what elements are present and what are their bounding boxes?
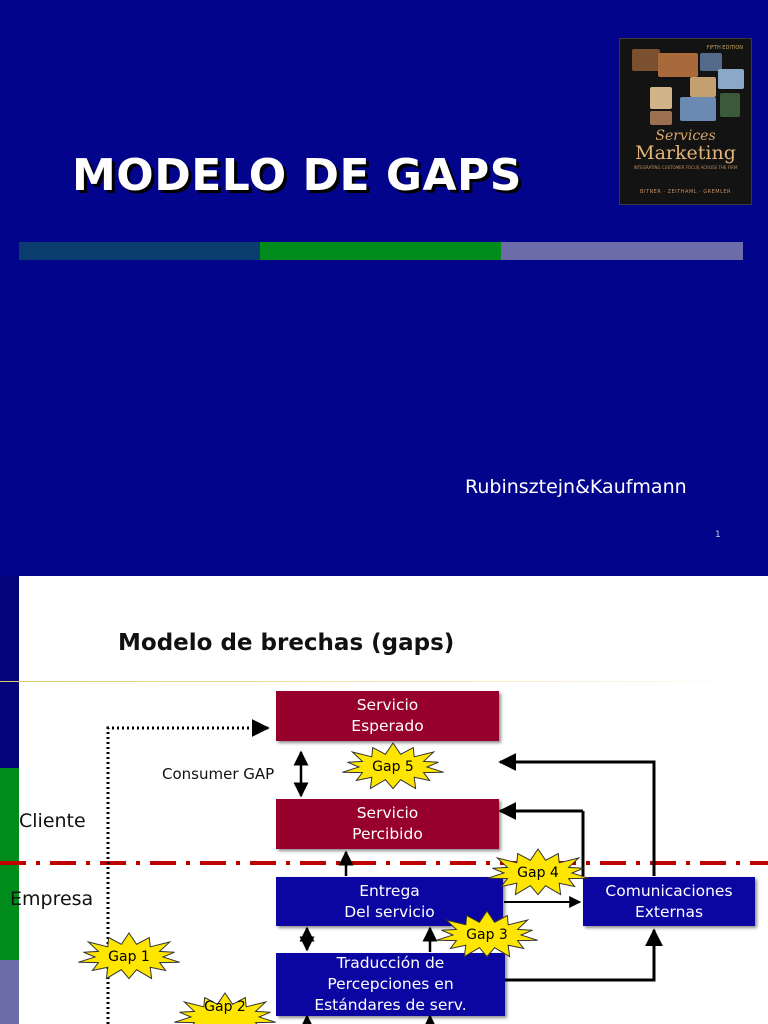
box-line: Servicio bbox=[356, 696, 419, 714]
box-line: Traducción de bbox=[336, 954, 445, 972]
slide-title: MODELO DE GAPS bbox=[72, 150, 522, 201]
box-line: Percibido bbox=[352, 825, 423, 843]
gap-2-star: Gap 2 bbox=[170, 992, 280, 1024]
communications-to-expected-arrow bbox=[498, 753, 656, 876]
color-bar bbox=[501, 242, 743, 260]
gaps-model-slide: Modelo de brechas (gaps) Cliente Empresa… bbox=[0, 576, 768, 1024]
page-number: 1 bbox=[715, 530, 721, 540]
empresa-label: Empresa bbox=[10, 888, 94, 910]
book-cover-image: FIFTH EDITION Services Marketing INTEGRA… bbox=[619, 38, 752, 205]
star-burst-icon bbox=[342, 742, 444, 790]
gap-label: Gap 1 bbox=[108, 949, 150, 965]
book-title-line2: Marketing bbox=[635, 142, 736, 164]
diagram-title: Modelo de brechas (gaps) bbox=[118, 630, 455, 656]
gap-label: Gap 4 bbox=[517, 865, 559, 881]
star-burst-icon bbox=[174, 992, 276, 1024]
book-title-line1: Services bbox=[655, 128, 716, 144]
box-line: Comunicaciones bbox=[605, 881, 733, 900]
box-line: Percepciones en bbox=[327, 975, 454, 993]
author-name: Rubinsztejn&Kaufmann bbox=[465, 476, 687, 498]
star-burst-icon bbox=[78, 932, 180, 980]
perceived-service-box: Servicio Percibido bbox=[276, 799, 499, 849]
star-burst-icon bbox=[487, 848, 589, 896]
cover-photo bbox=[650, 111, 672, 125]
cover-photo bbox=[718, 69, 744, 89]
expected-service-box: Servicio Esperado bbox=[276, 691, 499, 741]
standards-to-communications-arrow bbox=[505, 928, 663, 982]
connector-arrows bbox=[0, 719, 768, 1024]
cliente-label: Cliente bbox=[19, 810, 86, 832]
box-line: Esperado bbox=[351, 717, 424, 735]
box-line: Entrega bbox=[359, 881, 420, 900]
service-delivery-box: Entrega Del servicio bbox=[276, 877, 503, 926]
gap-label: Gap 2 bbox=[204, 999, 246, 1015]
star-burst-icon bbox=[436, 910, 538, 958]
book-edition: FIFTH EDITION bbox=[706, 45, 743, 51]
side-strip-blue bbox=[0, 576, 19, 768]
cover-photo bbox=[700, 53, 722, 71]
cover-photo bbox=[650, 87, 672, 109]
decorative-color-bars bbox=[19, 242, 743, 260]
cover-photo bbox=[690, 77, 716, 97]
title-slide: MODELO DE GAPS FIFTH EDITION Services Ma… bbox=[0, 0, 768, 576]
box-line: Externas bbox=[634, 902, 704, 921]
box-line: Estándares de serv. bbox=[314, 996, 467, 1014]
book-authors: BITNER · ZEITHAML · GREMLER bbox=[639, 189, 731, 195]
gap-5-star: Gap 5 bbox=[338, 742, 448, 792]
color-bar bbox=[260, 242, 501, 260]
service-standards-box: Traducción de Percepciones en Estándares… bbox=[276, 953, 505, 1016]
cover-photo bbox=[720, 93, 740, 117]
external-communications-box: Comunicaciones Externas bbox=[583, 877, 755, 926]
gap-3-star: Gap 3 bbox=[432, 910, 542, 960]
gap-4-star: Gap 4 bbox=[483, 848, 593, 898]
title-underline bbox=[0, 681, 768, 682]
box-line: Del servicio bbox=[344, 902, 435, 921]
gap-label: Gap 5 bbox=[372, 759, 414, 775]
dotted-arrow-to-expected bbox=[106, 719, 270, 1024]
side-strip-purple bbox=[0, 960, 19, 1024]
cover-photo bbox=[658, 53, 698, 77]
book-tagline: INTEGRATING CUSTOMER FOCUS ACROSS THE FI… bbox=[633, 165, 738, 170]
box-line: Servicio bbox=[356, 804, 419, 822]
gap-label: Gap 3 bbox=[466, 927, 508, 943]
cover-photo bbox=[680, 97, 716, 121]
color-bar bbox=[19, 242, 260, 260]
consumer-gap-label: Consumer GAP bbox=[162, 765, 275, 783]
gap-1-star: Gap 1 bbox=[74, 932, 184, 982]
cover-photo bbox=[632, 49, 660, 71]
